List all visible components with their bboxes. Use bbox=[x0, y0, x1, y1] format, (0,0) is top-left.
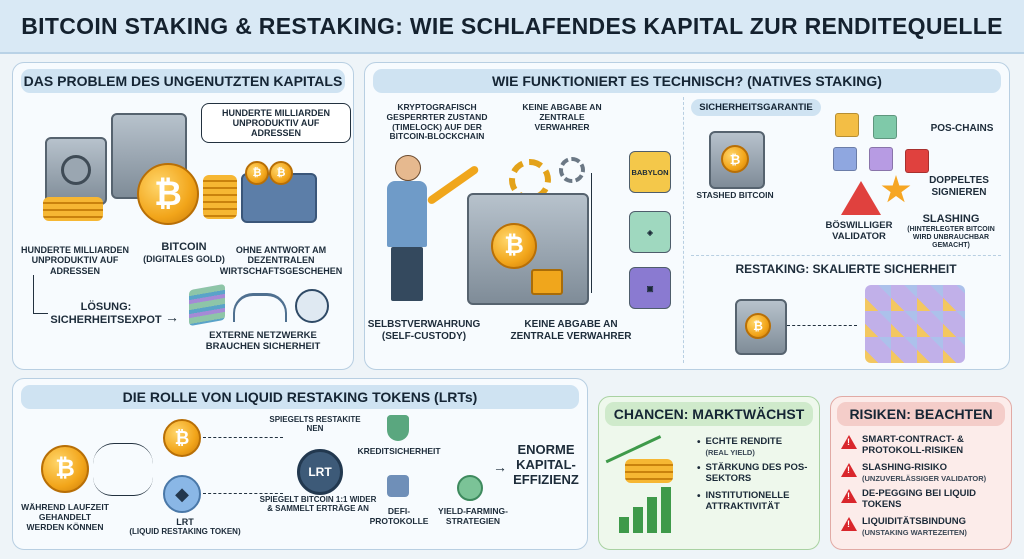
dotted-arrow bbox=[787, 325, 857, 326]
warning-icon: ! bbox=[841, 435, 857, 449]
slashing-label: SLASHING (HINTERLEGTER BITCOIN WIRD UNBR… bbox=[907, 213, 995, 249]
growth-chart-icon bbox=[605, 435, 691, 537]
chances-heading: CHANCEN: MARKTWÄCHST bbox=[605, 402, 813, 426]
dotted-arrow bbox=[203, 493, 283, 494]
pos-chain-cube-red bbox=[905, 149, 929, 173]
title-bar: BITCOIN STAKING & RESTAKING: WIE SCHLAFE… bbox=[0, 0, 1024, 91]
bitcoin-coin-icon: ₿ bbox=[41, 445, 89, 493]
malicious-label: BÖSWILLIGER VALIDATOR bbox=[825, 220, 893, 242]
warning-icon: ! bbox=[841, 462, 857, 477]
caption-unproductive: HUNDERTE MILLIARDEN UNPRODUKTIV AUF ADRE… bbox=[21, 245, 129, 276]
arrow-up bbox=[93, 443, 153, 464]
external-networks: EXTERNE NETZWERKE BRAUCHEN SICHERHEIT bbox=[205, 330, 321, 352]
explosion-icon bbox=[881, 175, 911, 203]
pos-chain-cube bbox=[869, 147, 893, 171]
bitcoin-coin-icon: ₿ bbox=[269, 161, 293, 185]
bitcoin-coin-icon: ₿ bbox=[721, 145, 749, 173]
lrt-heading: DIE ROLLE VON LIQUID RESTAKING TOKENS (L… bbox=[21, 385, 579, 409]
bitcoin-coin-icon: ₿ bbox=[137, 163, 199, 225]
bitcoin-coin-icon: ₿ bbox=[491, 223, 537, 269]
person-icon bbox=[395, 155, 421, 181]
safe-dial-icon bbox=[61, 155, 91, 185]
lrt-label: LRT (LIQUID RESTAKING TOKEN) bbox=[129, 517, 241, 537]
flow-arrow bbox=[33, 275, 48, 314]
defi-label: DEFI-PROTOKOLLE bbox=[369, 506, 429, 526]
caption-no-answer: OHNE ANTWORT AM DEZENTRALEN WIRTSCHAFTSG… bbox=[219, 245, 343, 276]
person-legs bbox=[391, 247, 423, 301]
no-custody-bottom: KEINE ABGABE AN ZENTRALE VERWAHRER bbox=[510, 319, 632, 342]
arrow-down bbox=[93, 477, 153, 496]
bitcoin-coin-icon: ₿ bbox=[745, 313, 771, 339]
risks-heading: RISIKEN: BEACHTEN bbox=[837, 402, 1005, 426]
chances-list: • ECHTE RENDITE(REAL YIELD) • STÄRKUNG D… bbox=[697, 436, 813, 519]
pos-chain-cube bbox=[833, 147, 857, 171]
bitcoin-coin-icon: ₿ bbox=[245, 161, 269, 185]
lock-icon bbox=[531, 269, 563, 295]
plant-coin-icon bbox=[457, 475, 483, 501]
restaking-heading: RESTAKING: SKALIERTE SICHERHEIT bbox=[735, 262, 957, 276]
lrt-token-icon: LRT bbox=[297, 449, 343, 495]
chances-panel: CHANCEN: MARKTWÄCHST • ECHTE RENDITE(REA… bbox=[598, 396, 820, 550]
tech-heading: WIE FUNKTIONIERT ES TECHNISCH? (NATIVES … bbox=[373, 69, 1001, 93]
risk-item: ! LIQUIDITÄTSBINDUNG(UNSTAKING WARTEZEIT… bbox=[841, 516, 1005, 537]
shield-icon bbox=[387, 415, 409, 441]
pos-chains-label: POS-CHAINS bbox=[930, 123, 994, 134]
warning-icon: ! bbox=[841, 488, 857, 503]
guarantee-heading: SICHERHEITSGARANTIE bbox=[691, 99, 821, 116]
chance-item: • ECHTE RENDITE(REAL YIELD) bbox=[697, 436, 783, 457]
pos-chain-cube bbox=[873, 115, 897, 139]
timelock-label: KRYPTOGRAFISCH GESPERRTER ZUSTAND (TIMEL… bbox=[386, 102, 488, 142]
no-custody-top: KEINE ABGABE AN ZENTRALE VERWAHRER bbox=[522, 102, 602, 132]
pos-chain-cube bbox=[835, 113, 859, 137]
credit-label: KREDITSICHERHEIT bbox=[357, 446, 441, 456]
person-body bbox=[387, 181, 427, 247]
yield-label: YIELD-FARMING-STRATEGIEN bbox=[438, 506, 508, 526]
risk-item: ! SMART-CONTRACT- & PROTOKOLL-RISIKEN bbox=[841, 434, 1005, 457]
double-sign-label: DOPPELTES SIGNIEREN bbox=[929, 175, 989, 198]
risks-list: ! SMART-CONTRACT- & PROTOKOLL-RISIKEN ! … bbox=[841, 434, 1005, 543]
risks-panel: RISIKEN: BEACHTEN ! SMART-CONTRACT- & PR… bbox=[830, 396, 1012, 550]
defi-cube-icon bbox=[387, 475, 409, 497]
arrow-right-icon: → bbox=[165, 309, 179, 325]
divider bbox=[683, 97, 684, 363]
caption-bitcoin: BITCOIN (DIGITALES GOLD) bbox=[143, 241, 225, 264]
coin-stack-icon bbox=[43, 197, 103, 221]
solution-label: LÖSUNG: SICHERHEITSEXPOT bbox=[50, 301, 162, 326]
risk-item: ! DE-PEGGING BEI LIQUID TOKENS bbox=[841, 488, 1005, 511]
chance-item: • STÄRKUNG DES POS-SEKTORS bbox=[697, 461, 808, 484]
network-icon bbox=[295, 289, 329, 323]
babylon-protocol-icon: BABYLON bbox=[629, 151, 671, 193]
speech-bubble: HUNDERTE MILLIARDEN UNPRODUKTIV AUF ADRE… bbox=[201, 103, 351, 143]
risk-item: ! SLASHING-RISIKO(UNZUVERLÄSSIGER VALIDA… bbox=[841, 462, 1005, 483]
problem-panel: DAS PROBLEM DES UNGENUTZTEN KAPITALS ₿ ₿… bbox=[12, 62, 354, 370]
gear-icon bbox=[559, 157, 585, 183]
warning-icon: ! bbox=[841, 516, 857, 531]
dotted-arrow bbox=[203, 437, 283, 438]
layers-icon bbox=[189, 283, 225, 327]
bridge-icon bbox=[233, 293, 287, 322]
mirror-top-label: SPIEGELTS RESTAKITE NEN bbox=[269, 415, 361, 434]
self-custody-label: SELBSTVERWAHRUNG (SELF-CUSTODY) bbox=[367, 319, 481, 342]
efficiency-label: ENORME KAPITAL-EFFIZIENZ bbox=[513, 442, 579, 487]
ethereum-icon: ◆ bbox=[163, 475, 201, 513]
section-divider bbox=[691, 255, 1001, 256]
tech-panel: WIE FUNKTIONIERT ES TECHNISCH? (NATIVES … bbox=[364, 62, 1010, 370]
branch-connector bbox=[591, 173, 612, 293]
problem-heading: DAS PROBLEM DES UNGENUTZTEN KAPITALS bbox=[21, 69, 345, 93]
arrow-right-icon: → bbox=[493, 459, 507, 475]
cube-protocol-icon: ▣ bbox=[629, 267, 671, 309]
coin-stack-icon bbox=[203, 175, 237, 219]
network-node-icon: ◈ bbox=[629, 211, 671, 253]
chance-item: • INSTITUTIONELLE ATTRAKTIVITÄT bbox=[697, 489, 790, 512]
traded-label: WÄHREND LAUFZEIT GEHANDELT WERDEN KÖNNEN bbox=[21, 502, 109, 532]
lrt-panel: DIE ROLLE VON LIQUID RESTAKING TOKENS (L… bbox=[12, 378, 588, 550]
malicious-validator-icon bbox=[841, 181, 881, 215]
cube-grid-icon bbox=[865, 285, 965, 363]
bitcoin-coin-icon: ₿ bbox=[163, 419, 201, 457]
mirror-bottom-label: SPIEGELT BITCOIN 1:1 WIDER & SAMMELT ERT… bbox=[259, 495, 377, 514]
stashed-bitcoin-label: STASHED BITCOIN bbox=[696, 190, 774, 200]
